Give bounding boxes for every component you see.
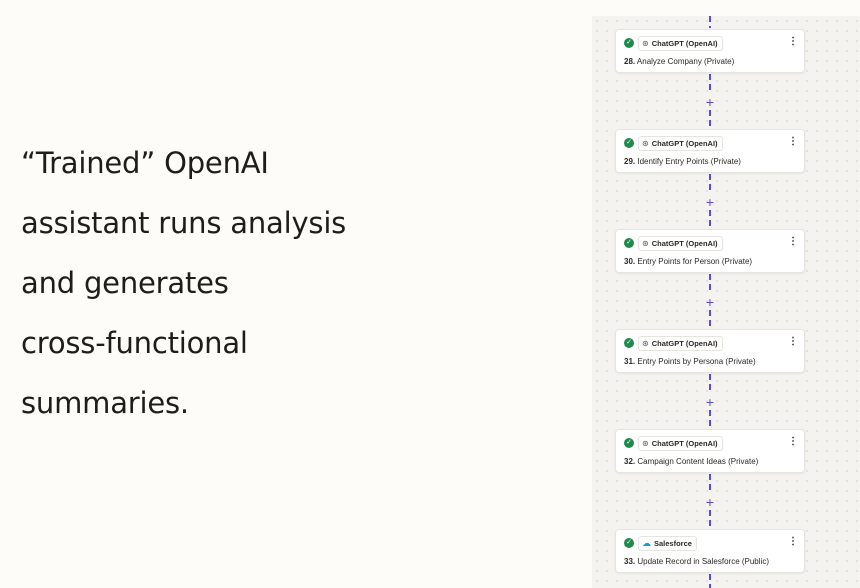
success-check-icon: ✓ <box>624 38 634 48</box>
app-tag: ⊛ ChatGPT (OpenAI) <box>638 236 723 251</box>
connector-line <box>709 374 711 394</box>
add-step-button[interactable]: + <box>705 394 715 410</box>
connector-line <box>709 174 711 194</box>
add-step-button[interactable]: + <box>705 494 715 510</box>
connector-line <box>709 410 711 430</box>
add-step-button[interactable]: + <box>705 294 715 310</box>
step-card[interactable]: ✓ ⊛ ChatGPT (OpenAI) ⋮ 30. Entry Points … <box>615 229 805 273</box>
headline-line: “Trained” OpenAI <box>21 146 269 180</box>
step-number: 28. <box>624 57 636 66</box>
step-title: 33. Update Record in Salesforce (Public) <box>624 557 769 567</box>
app-name: ChatGPT (OpenAI) <box>651 439 718 448</box>
app-name: ChatGPT (OpenAI) <box>651 339 718 348</box>
headline-line: cross-functional <box>21 326 248 360</box>
app-tag: ⊛ ChatGPT (OpenAI) <box>638 336 723 351</box>
step-title: 30. Entry Points for Person (Private) <box>624 257 752 267</box>
openai-icon: ⊛ <box>642 339 649 348</box>
more-options-icon[interactable]: ⋮ <box>788 36 798 47</box>
headline-line: and generates <box>21 266 229 300</box>
openai-icon: ⊛ <box>642 239 649 248</box>
connector-line <box>709 310 711 330</box>
add-step-button[interactable]: + <box>705 194 715 210</box>
step-name: Entry Points for Person (Private) <box>637 257 753 266</box>
more-options-icon[interactable]: ⋮ <box>788 536 798 547</box>
step-number: 30. <box>624 257 636 266</box>
app-name: ChatGPT (OpenAI) <box>651 39 718 48</box>
add-step-button[interactable]: + <box>705 94 715 110</box>
connector-line <box>709 510 711 530</box>
step-title: 31. Entry Points by Persona (Private) <box>624 357 756 367</box>
success-check-icon: ✓ <box>624 438 634 448</box>
salesforce-cloud-icon: ☁ <box>642 538 651 548</box>
connector-line <box>709 474 711 494</box>
step-card[interactable]: ✓ ⊛ ChatGPT (OpenAI) ⋮ 32. Campaign Cont… <box>615 429 805 473</box>
step-name: Identify Entry Points (Private) <box>637 157 741 166</box>
step-card[interactable]: ✓ ⊛ ChatGPT (OpenAI) ⋮ 29. Identify Entr… <box>615 129 805 173</box>
connector-line <box>709 16 711 28</box>
connector-line <box>709 110 711 130</box>
step-number: 31. <box>624 357 636 366</box>
step-name: Campaign Content Ideas (Private) <box>637 457 759 466</box>
openai-icon: ⊛ <box>642 139 649 148</box>
more-options-icon[interactable]: ⋮ <box>788 236 798 247</box>
more-options-icon[interactable]: ⋮ <box>788 436 798 447</box>
success-check-icon: ✓ <box>624 138 634 148</box>
app-name: ChatGPT (OpenAI) <box>651 239 718 248</box>
more-options-icon[interactable]: ⋮ <box>788 336 798 347</box>
step-card[interactable]: ✓ ⊛ ChatGPT (OpenAI) ⋮ 31. Entry Points … <box>615 329 805 373</box>
step-card[interactable]: ✓ ☁ Salesforce ⋮ 33. Update Record in Sa… <box>615 529 805 573</box>
step-title: 28. Analyze Company (Private) <box>624 57 734 67</box>
connector-line <box>709 274 711 294</box>
success-check-icon: ✓ <box>624 238 634 248</box>
headline-line: assistant runs analysis <box>21 206 347 240</box>
app-tag: ⊛ ChatGPT (OpenAI) <box>638 436 723 451</box>
app-tag: ☁ Salesforce <box>638 536 697 551</box>
step-title: 29. Identify Entry Points (Private) <box>624 157 741 167</box>
app-name: ChatGPT (OpenAI) <box>651 139 718 148</box>
connector-line <box>709 74 711 94</box>
step-name: Update Record in Salesforce (Public) <box>637 557 769 566</box>
success-check-icon: ✓ <box>624 338 634 348</box>
step-name: Analyze Company (Private) <box>636 57 735 66</box>
headline-line: summaries. <box>21 386 189 420</box>
app-tag: ⊛ ChatGPT (OpenAI) <box>638 136 723 151</box>
openai-icon: ⊛ <box>642 439 649 448</box>
app-tag: ⊛ ChatGPT (OpenAI) <box>638 36 723 51</box>
headline: “Trained” OpenAI assistant runs analysis… <box>21 133 401 433</box>
app-name: Salesforce <box>654 539 692 548</box>
step-number: 29. <box>624 157 636 166</box>
step-number: 33. <box>624 557 636 566</box>
workflow-canvas[interactable]: + + + + + ✓ ⊛ ChatGPT (OpenAI) ⋮ 28. Ana… <box>592 16 860 588</box>
step-card[interactable]: ✓ ⊛ ChatGPT (OpenAI) ⋮ 28. Analyze Compa… <box>615 29 805 73</box>
openai-icon: ⊛ <box>642 39 649 48</box>
connector-line <box>709 574 711 588</box>
success-check-icon: ✓ <box>624 538 634 548</box>
connector-line <box>709 210 711 230</box>
step-name: Entry Points by Persona (Private) <box>637 357 756 366</box>
step-title: 32. Campaign Content Ideas (Private) <box>624 457 758 467</box>
step-number: 32. <box>624 457 636 466</box>
more-options-icon[interactable]: ⋮ <box>788 136 798 147</box>
